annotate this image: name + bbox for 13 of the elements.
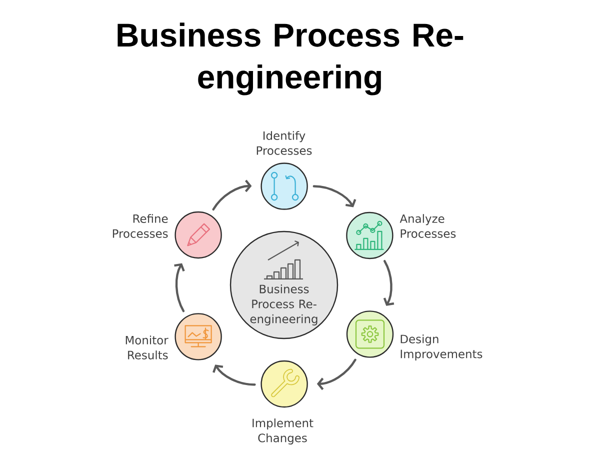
arrow xyxy=(174,263,185,312)
title: Business Process Re-engineering xyxy=(118,22,464,96)
step-label: Monitor Results xyxy=(126,336,168,360)
arrow xyxy=(212,180,252,211)
step-label: Identify Processes xyxy=(256,131,312,155)
arrow xyxy=(212,364,256,386)
step-label: Analyze Processes xyxy=(400,214,456,238)
step-label: Implement Changes xyxy=(252,418,314,444)
arrow xyxy=(312,185,356,208)
step-label: Design Improvements xyxy=(400,334,482,360)
arrow xyxy=(316,358,356,390)
step-label: Refine Processes xyxy=(112,214,168,238)
arrow xyxy=(383,260,394,306)
